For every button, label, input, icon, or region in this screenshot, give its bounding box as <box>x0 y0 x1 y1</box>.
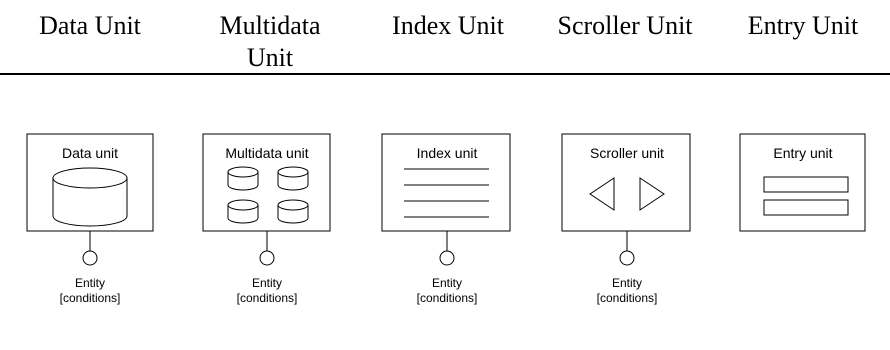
scroll-arrows-icon <box>589 177 665 211</box>
scroller-unit-label: Scroller unit <box>590 145 664 161</box>
database-cylinder-icon <box>52 167 128 227</box>
scroller-unit-entity: Entity <box>612 276 642 290</box>
index-unit-port <box>439 250 455 266</box>
scroll-left-arrow-icon <box>589 177 615 211</box>
multidata-unit-node: Multidata unit Entity <box>202 133 331 305</box>
index-unit-label: Index unit <box>417 145 478 161</box>
index-unit-entity: Entity <box>432 276 462 290</box>
scroller-unit-box <box>561 133 691 232</box>
column-heading-data-unit: Data Unit <box>39 11 141 40</box>
data-unit-node: Data unit Entity [conditions] <box>26 133 154 305</box>
column-heading-multidata-line1: Multidata <box>219 11 321 40</box>
column-heading-multidata-line2: Unit <box>246 43 294 72</box>
multidata-unit-label: Multidata unit <box>225 145 308 161</box>
column-heading-entry-unit: Entry Unit <box>747 11 859 40</box>
column-heading-scroller-unit: Scroller Unit <box>557 11 693 40</box>
list-lines-icon <box>404 168 489 218</box>
multidata-unit-conditions: [conditions] <box>237 291 298 305</box>
scroller-unit-conditions: [conditions] <box>597 291 658 305</box>
scroll-right-arrow-icon <box>639 177 665 211</box>
entry-unit-node: Entry unit <box>739 133 866 232</box>
header-row: Data Unit Multidata Unit Index Unit Scro… <box>0 0 890 76</box>
data-unit-port <box>82 250 98 266</box>
scroller-unit-port <box>619 250 635 266</box>
entry-unit-label: Entry unit <box>773 145 832 161</box>
multidata-unit-port <box>259 250 275 266</box>
header-divider <box>0 73 890 75</box>
data-unit-label: Data unit <box>62 145 118 161</box>
column-heading-index-unit: Index Unit <box>392 11 504 40</box>
entry-unit-box <box>739 133 866 232</box>
scroller-unit-node: Scroller unit Entity [conditions] <box>561 133 691 305</box>
index-unit-node: Index unit Entity [conditions] <box>381 133 511 305</box>
data-unit-conditions: [conditions] <box>60 291 121 305</box>
index-unit-conditions: [conditions] <box>417 291 478 305</box>
index-unit-box <box>381 133 511 232</box>
multidata-unit-entity: Entity <box>252 276 282 290</box>
multiple-database-icon <box>227 166 309 224</box>
data-unit-entity: Entity <box>75 276 105 290</box>
entry-fields-icon <box>763 176 849 216</box>
